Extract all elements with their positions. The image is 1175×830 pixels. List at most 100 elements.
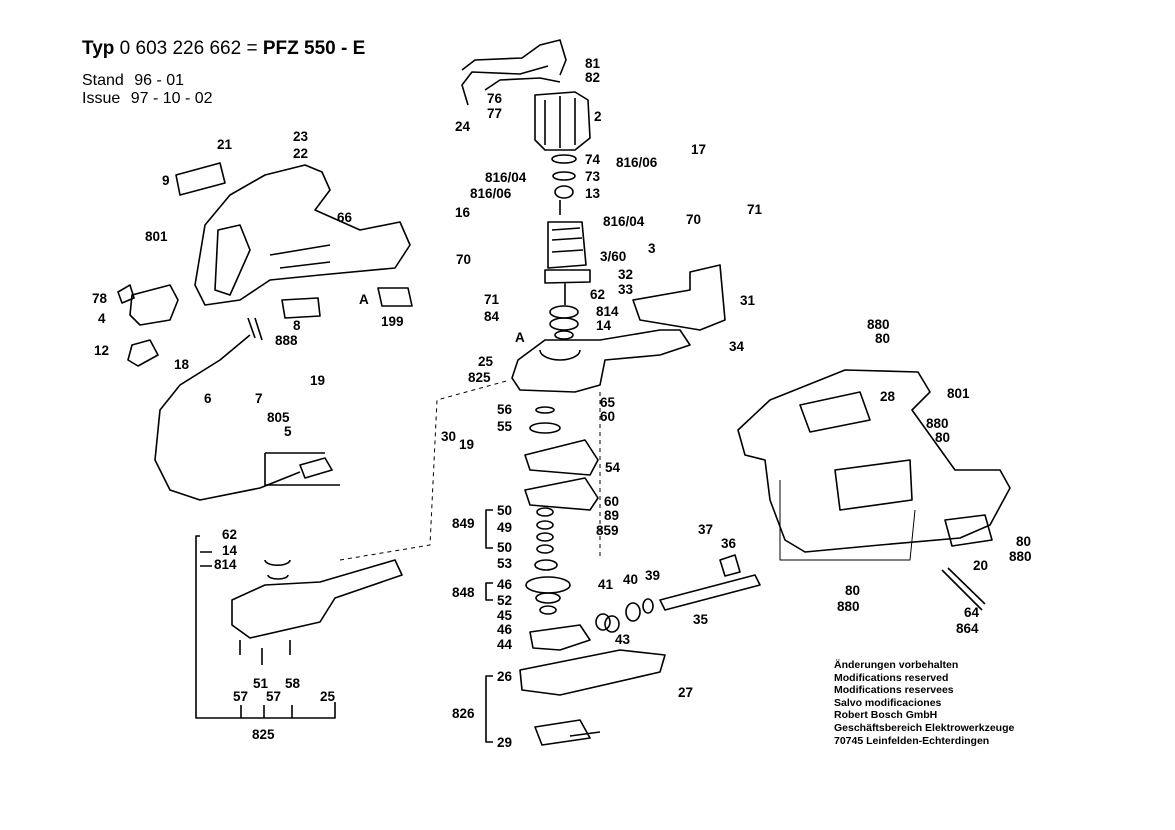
armature [544, 200, 591, 305]
part-label: 84 [484, 309, 500, 324]
part-label: 43 [615, 632, 631, 647]
part-label: 826 [452, 706, 475, 721]
part-label: 66 [337, 210, 353, 225]
part-label: A [515, 330, 525, 345]
note-line: Salvo modificaciones [834, 696, 942, 709]
page-title: Typ 0 603 226 662 = PFZ 550 - E [82, 38, 365, 60]
part-label: 33 [618, 282, 634, 297]
part-label: 4 [98, 311, 106, 326]
part-label: 24 [455, 119, 471, 134]
part-label: 9 [162, 173, 170, 188]
part-label: 80 [845, 583, 861, 598]
part-label: 46 [497, 622, 513, 637]
part-label: 71 [747, 202, 763, 217]
part-label: 57 [233, 689, 249, 704]
gear-housing [511, 329, 691, 393]
part-label: 51 [253, 676, 269, 691]
part-label: 801 [947, 386, 970, 401]
part-label: 31 [740, 293, 756, 308]
part-label: 30 [441, 429, 457, 444]
part-label: 77 [487, 106, 503, 121]
base-plate [519, 649, 666, 696]
part-label: 41 [598, 577, 614, 592]
part-label: 80 [935, 430, 951, 445]
part-label: 880 [837, 599, 860, 614]
part-label: 26 [497, 669, 513, 684]
part-label: 199 [381, 314, 404, 329]
part-label: 880 [1009, 549, 1032, 564]
part-label: 28 [880, 389, 896, 404]
notes-block: Änderungen vorbehalten Modifications res… [834, 659, 1014, 747]
part-label: 62 [222, 527, 238, 542]
part-label: 39 [645, 568, 661, 583]
stand-line: Stand 96 - 01 [82, 72, 184, 90]
part-label: 35 [693, 612, 709, 627]
part-label: 50 [497, 503, 513, 518]
part-label: 34 [729, 339, 745, 354]
power-cable [154, 334, 333, 501]
label-plate [175, 162, 226, 196]
part-label: 65 [600, 395, 616, 410]
part-label: 23 [293, 129, 309, 144]
part-label: 814 [596, 304, 619, 319]
part-label: 25 [320, 689, 336, 704]
part-number: 0 603 226 662 [119, 38, 242, 59]
note-line: Änderungen vorbehalten [834, 659, 959, 671]
part-label: 78 [92, 291, 108, 306]
part-label: 17 [691, 142, 707, 157]
part-label: 7 [255, 391, 263, 406]
issue-label: Issue [82, 90, 121, 107]
equals-sign: = [246, 38, 258, 59]
part-label: 816/06 [470, 186, 512, 201]
issue-line: Issue 97 - 10 - 02 [82, 90, 213, 108]
part-label: 64 [964, 605, 980, 620]
typ-prefix: Typ [82, 38, 115, 59]
part-label: 888 [275, 333, 298, 348]
part-label: 805 [267, 410, 290, 425]
part-label: 60 [604, 494, 620, 509]
part-label: 3 [648, 241, 656, 256]
housing-shell-left [194, 164, 411, 306]
part-label: 825 [252, 727, 275, 742]
note-line: 70745 Leinfelden-Echterdingen [834, 734, 990, 747]
part-label: 2 [594, 109, 602, 124]
part-label: 32 [618, 267, 634, 282]
part-label: 56 [497, 402, 513, 417]
part-label: 6 [204, 391, 212, 406]
part-label: 45 [497, 608, 513, 623]
part-label: 864 [956, 621, 979, 636]
part-label: 81 [585, 56, 601, 71]
part-label: 814 [214, 557, 237, 572]
issue-value: 97 - 10 - 02 [130, 90, 213, 107]
part-label: 5 [284, 424, 292, 439]
part-label: 8 [293, 318, 301, 333]
part-label: 825 [468, 370, 491, 385]
model-name: PFZ 550 - E [262, 38, 366, 59]
part-label: 80 [875, 331, 891, 346]
part-label: 58 [285, 676, 301, 691]
part-label: 14 [596, 318, 612, 333]
part-label: 801 [145, 229, 168, 244]
part-label: 3/60 [600, 249, 627, 264]
bracket-849 [485, 509, 493, 549]
note-line: Modifications reservees [834, 684, 954, 697]
bracket-848 [485, 582, 493, 601]
part-label: A [359, 292, 369, 307]
part-label: 60 [600, 409, 616, 424]
part-label: 21 [217, 137, 233, 152]
part-label: 71 [484, 292, 500, 307]
part-label: 19 [459, 437, 475, 452]
part-label: 19 [310, 373, 326, 388]
part-label: 40 [623, 572, 639, 587]
part-label: 74 [585, 152, 601, 167]
stand-label: Stand [82, 72, 124, 89]
part-label: 50 [497, 540, 513, 555]
bracket-826 [485, 675, 493, 743]
part-label: 70 [686, 212, 702, 227]
part-label: 70 [456, 252, 472, 267]
part-label: 44 [497, 637, 513, 652]
part-label: 12 [94, 343, 110, 358]
part-label: 49 [497, 520, 513, 535]
part-label: 29 [497, 735, 513, 750]
